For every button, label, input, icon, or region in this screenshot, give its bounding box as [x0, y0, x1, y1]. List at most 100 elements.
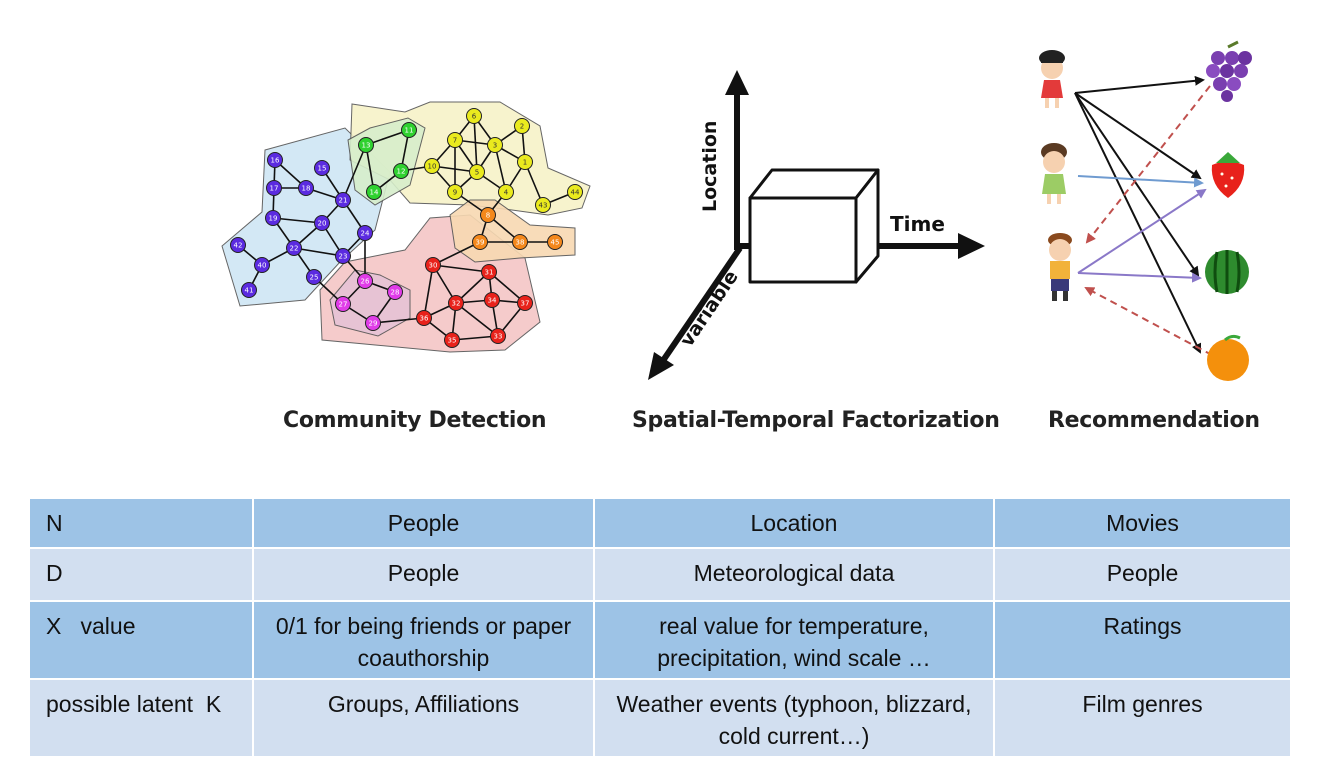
table-cell: X value [28, 600, 254, 680]
graph-node: 21 [335, 192, 351, 208]
table-cell: N [28, 497, 254, 549]
graph-node: 14 [366, 184, 382, 200]
graph-node-label: 19 [269, 215, 278, 223]
table-cell: Film genres [993, 678, 1292, 758]
graph-node: 30 [425, 257, 441, 273]
graph-node: 8 [480, 207, 496, 223]
graph-node: 31 [481, 264, 497, 280]
graph-node-label: 42 [234, 242, 243, 250]
person-boy [1048, 233, 1072, 301]
variable-arrowhead [648, 352, 674, 380]
graph-node: 34 [484, 292, 500, 308]
graph-edge [423, 264, 434, 319]
graph-node-label: 27 [339, 301, 348, 309]
graph-node-label: 37 [521, 300, 530, 308]
location-arrowhead [725, 70, 749, 95]
graph-node: 24 [357, 225, 373, 241]
table-row-x-value: X value 0/1 for being friends or paper c… [28, 600, 1292, 680]
caption-spatial-temporal: Spatial-Temporal Factorization [632, 408, 1000, 433]
tensor-box [748, 168, 880, 284]
graph-node-label: 24 [361, 230, 370, 238]
graph-node-label: 25 [310, 274, 319, 282]
graph-node: 12 [393, 163, 409, 179]
graph-node: 40 [254, 257, 270, 273]
graph-edge [372, 317, 425, 324]
graph-node: 41 [241, 282, 257, 298]
watermelon-icon [1205, 250, 1249, 294]
table-row-d: D People Meteorological data People [28, 547, 1292, 602]
graph-node-label: 10 [428, 163, 437, 171]
graph-node: 15 [314, 160, 330, 176]
graph-node: 43 [535, 197, 551, 213]
graph-node: 44 [567, 184, 583, 200]
graph-node: 9 [447, 184, 463, 200]
graph-node-label: 7 [453, 137, 457, 145]
graph-node: 4 [498, 184, 514, 200]
graph-node-label: 11 [405, 127, 414, 135]
graph-edge [494, 144, 507, 193]
table-cell: People [252, 497, 595, 549]
graph-node-label: 3 [493, 142, 497, 150]
graph-node-label: 33 [494, 333, 503, 341]
graph-edge [432, 241, 481, 266]
graph-node-label: 18 [302, 185, 311, 193]
graph-node: 7 [447, 132, 463, 148]
graph-node: 26 [357, 273, 373, 289]
graph-node: 18 [298, 180, 314, 196]
table-cell: People [993, 547, 1292, 602]
table-cell: Groups, Affiliations [252, 678, 595, 758]
comparison-table: N People Location Movies D People Meteor… [28, 497, 1292, 758]
graph-node-label: 29 [369, 320, 378, 328]
graph-edge [293, 247, 344, 257]
graph-node: 10 [424, 158, 440, 174]
graph-node: 45 [547, 234, 563, 250]
table-cell: Location [593, 497, 995, 549]
graph-node: 29 [365, 315, 381, 331]
graph-node: 23 [335, 248, 351, 264]
person-girl-red [1039, 50, 1065, 108]
graph-node-label: 45 [551, 239, 560, 247]
graph-node-label: 32 [452, 300, 461, 308]
variable-axis [657, 246, 743, 367]
grapes-icon [1206, 40, 1252, 102]
graph-node-label: 20 [318, 220, 327, 228]
graph-node-label: 44 [571, 189, 580, 197]
strawberry-icon [1211, 152, 1245, 198]
graph-node-label: 15 [318, 165, 327, 173]
graph-node: 1 [517, 154, 533, 170]
graph-node-label: 1 [523, 159, 527, 167]
graph-node-label: 9 [453, 189, 457, 197]
table-row-n: N People Location Movies [28, 497, 1292, 549]
graph-node: 3 [487, 137, 503, 153]
graph-node-label: 14 [370, 189, 379, 197]
graph-edge [432, 264, 490, 273]
graph-node: 39 [472, 234, 488, 250]
graph-node: 33 [490, 328, 506, 344]
spatial-temporal-diagram: Location Time variable [648, 70, 985, 380]
graph-node: 37 [517, 295, 533, 311]
caption-community-detection: Community Detection [283, 408, 547, 433]
graph-node-label: 41 [245, 287, 254, 295]
graph-node-label: 2 [520, 123, 524, 131]
graph-node: 32 [448, 295, 464, 311]
graph-node: 38 [512, 234, 528, 250]
graph-node-label: 30 [429, 262, 438, 270]
graph-node: 42 [230, 237, 246, 253]
community-hulls [221, 101, 591, 353]
table-cell: Ratings [993, 600, 1292, 680]
caption-recommendation: Recommendation [1048, 408, 1260, 433]
graph-node-label: 17 [270, 185, 279, 193]
orange-icon [1207, 334, 1249, 381]
table-cell: Movies [993, 497, 1292, 549]
graph-node-label: 5 [475, 169, 479, 177]
graph-node: 35 [444, 332, 460, 348]
graph-node: 11 [401, 122, 417, 138]
graph-node: 13 [358, 137, 374, 153]
graph-node-label: 26 [361, 278, 370, 286]
graph-node: 20 [314, 215, 330, 231]
graph-node-label: 39 [476, 239, 485, 247]
graph-edge [473, 115, 478, 173]
table-cell: Weather events (typhoon, blizzard, cold … [593, 678, 995, 758]
